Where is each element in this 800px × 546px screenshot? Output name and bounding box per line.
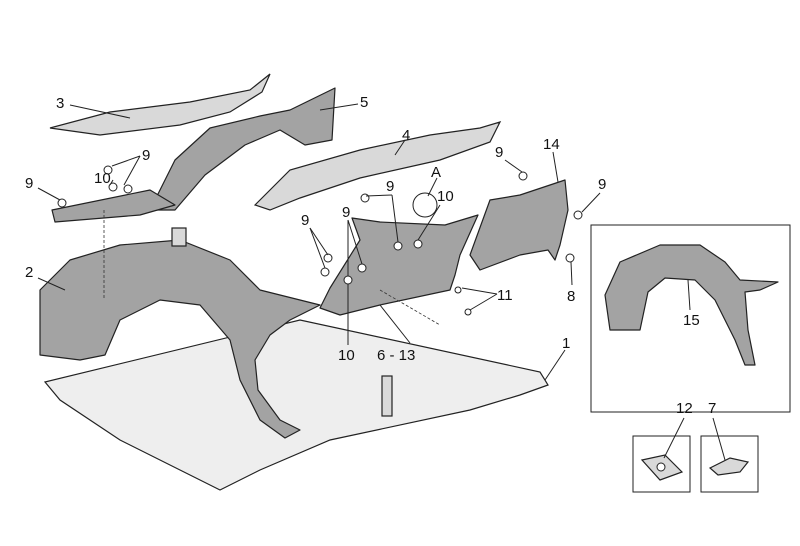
callout-9: 9 [495,144,503,161]
callout-15: 15 [683,312,700,329]
part-4-upper-cover [253,121,502,211]
part-6-13-floor-tray [319,214,479,316]
part-2-tab [171,227,187,247]
part-bracket-left [51,189,176,223]
callout-11: 11 [497,287,513,304]
callout-9: 9 [386,178,394,195]
inset-frame-7 [700,435,759,493]
callout-12: 12 [676,400,693,417]
callout-5: 5 [360,94,368,111]
callout-10: 10 [94,170,111,187]
part-1-post [381,375,393,417]
callout-9: 9 [598,176,606,193]
callout-9: 9 [342,204,350,221]
callout-9: 9 [142,147,150,164]
callout-8: 8 [567,288,575,305]
callout-9: 9 [25,175,33,192]
inset-frame-12 [632,435,691,493]
callout-9: 9 [301,212,309,229]
callout-6-13: 6 - 13 [377,347,415,364]
callout-2: 2 [25,264,33,281]
part-14-rear-panel [469,179,569,271]
callout-4: 4 [402,127,410,144]
callout-7: 7 [708,400,716,417]
callout-3: 3 [56,95,64,112]
part-7-clip [708,457,750,476]
part-3-top-cover [49,73,271,136]
callout-10: 10 [338,347,355,364]
callout-10: 10 [437,188,454,205]
part-1-floor-panel [43,319,549,491]
inset-frame-15 [590,224,791,413]
part-15-wheel-arch [604,244,779,366]
callout-A: A [431,164,441,181]
callout-1: 1 [562,335,570,352]
leader-lines [37,103,726,461]
part-2-wheel-arch [39,239,321,439]
callout-14: 14 [543,136,560,153]
detail-A-circle [412,192,438,218]
part-5-side-panel [149,87,336,211]
